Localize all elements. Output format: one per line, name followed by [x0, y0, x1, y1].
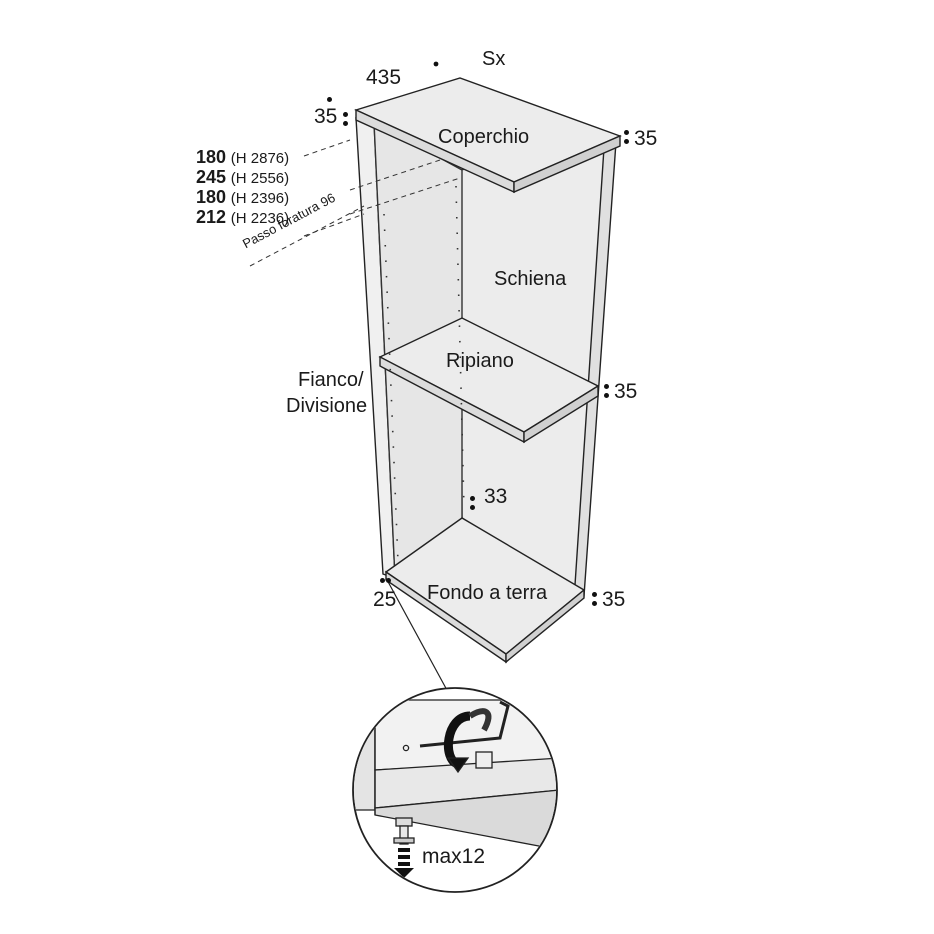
- bottom-left-dots: [380, 578, 386, 587]
- spec-height: (H 2876): [230, 150, 290, 167]
- orientation-label: Sx: [482, 48, 506, 70]
- spec-height: (H 2396): [230, 190, 290, 207]
- back-panel-label: Schiena: [494, 268, 567, 290]
- back-offset-dimension: 33: [484, 485, 508, 508]
- bottom-right-dots: [592, 592, 598, 610]
- spec-height: (H 2556): [230, 170, 290, 187]
- spec-height: (H 2236): [230, 210, 290, 227]
- spec-row: 180 (H 2396): [196, 187, 289, 209]
- shelf-edge-right: [523, 384, 599, 444]
- shelf-right-dots: [604, 384, 610, 402]
- leveler-max-label: max12: [422, 845, 486, 868]
- bottom-panel-edge-right: [505, 588, 585, 664]
- spec-value: 180: [196, 147, 227, 167]
- top-panel-edge-right: [513, 134, 621, 194]
- top-right-dots: [624, 130, 630, 148]
- spec-leaders: [249, 139, 461, 267]
- depth-marker-dot: [433, 61, 439, 67]
- back-offset-dots: [470, 496, 476, 514]
- top-left-dots: [343, 112, 349, 130]
- spec-row: 180 (H 2876): [196, 147, 289, 169]
- top-panel-label: Coperchio: [438, 126, 530, 148]
- spec-row: 245 (H 2556): [196, 167, 289, 189]
- bottom-panel-label: Fondo a terra: [427, 582, 548, 604]
- bottom-left-dimension: 25: [373, 588, 397, 611]
- top-right-dimension: 35: [634, 127, 658, 150]
- top-left-dot-above: [327, 97, 333, 106]
- spec-value: 245: [196, 167, 227, 187]
- spec-value: 180: [196, 187, 227, 207]
- depth-dimension: 435: [366, 66, 402, 89]
- leveler-detail: [352, 687, 558, 893]
- shelf-label: Ripiano: [446, 350, 514, 372]
- top-left-dimension: 35: [314, 105, 338, 128]
- detail-leader: [385, 577, 449, 693]
- bottom-right-dimension: 35: [602, 588, 626, 611]
- side-panel-label-line1: Fianco/: [298, 369, 364, 391]
- spec-value: 212: [196, 207, 227, 227]
- cabinet-body: [354, 77, 622, 664]
- shelf-right-dimension: 35: [614, 380, 638, 403]
- bottom-left-dots-2: [386, 578, 392, 587]
- spec-row: 212 (H 2236): [196, 207, 289, 229]
- side-panel-label-line2: Divisione: [286, 395, 368, 417]
